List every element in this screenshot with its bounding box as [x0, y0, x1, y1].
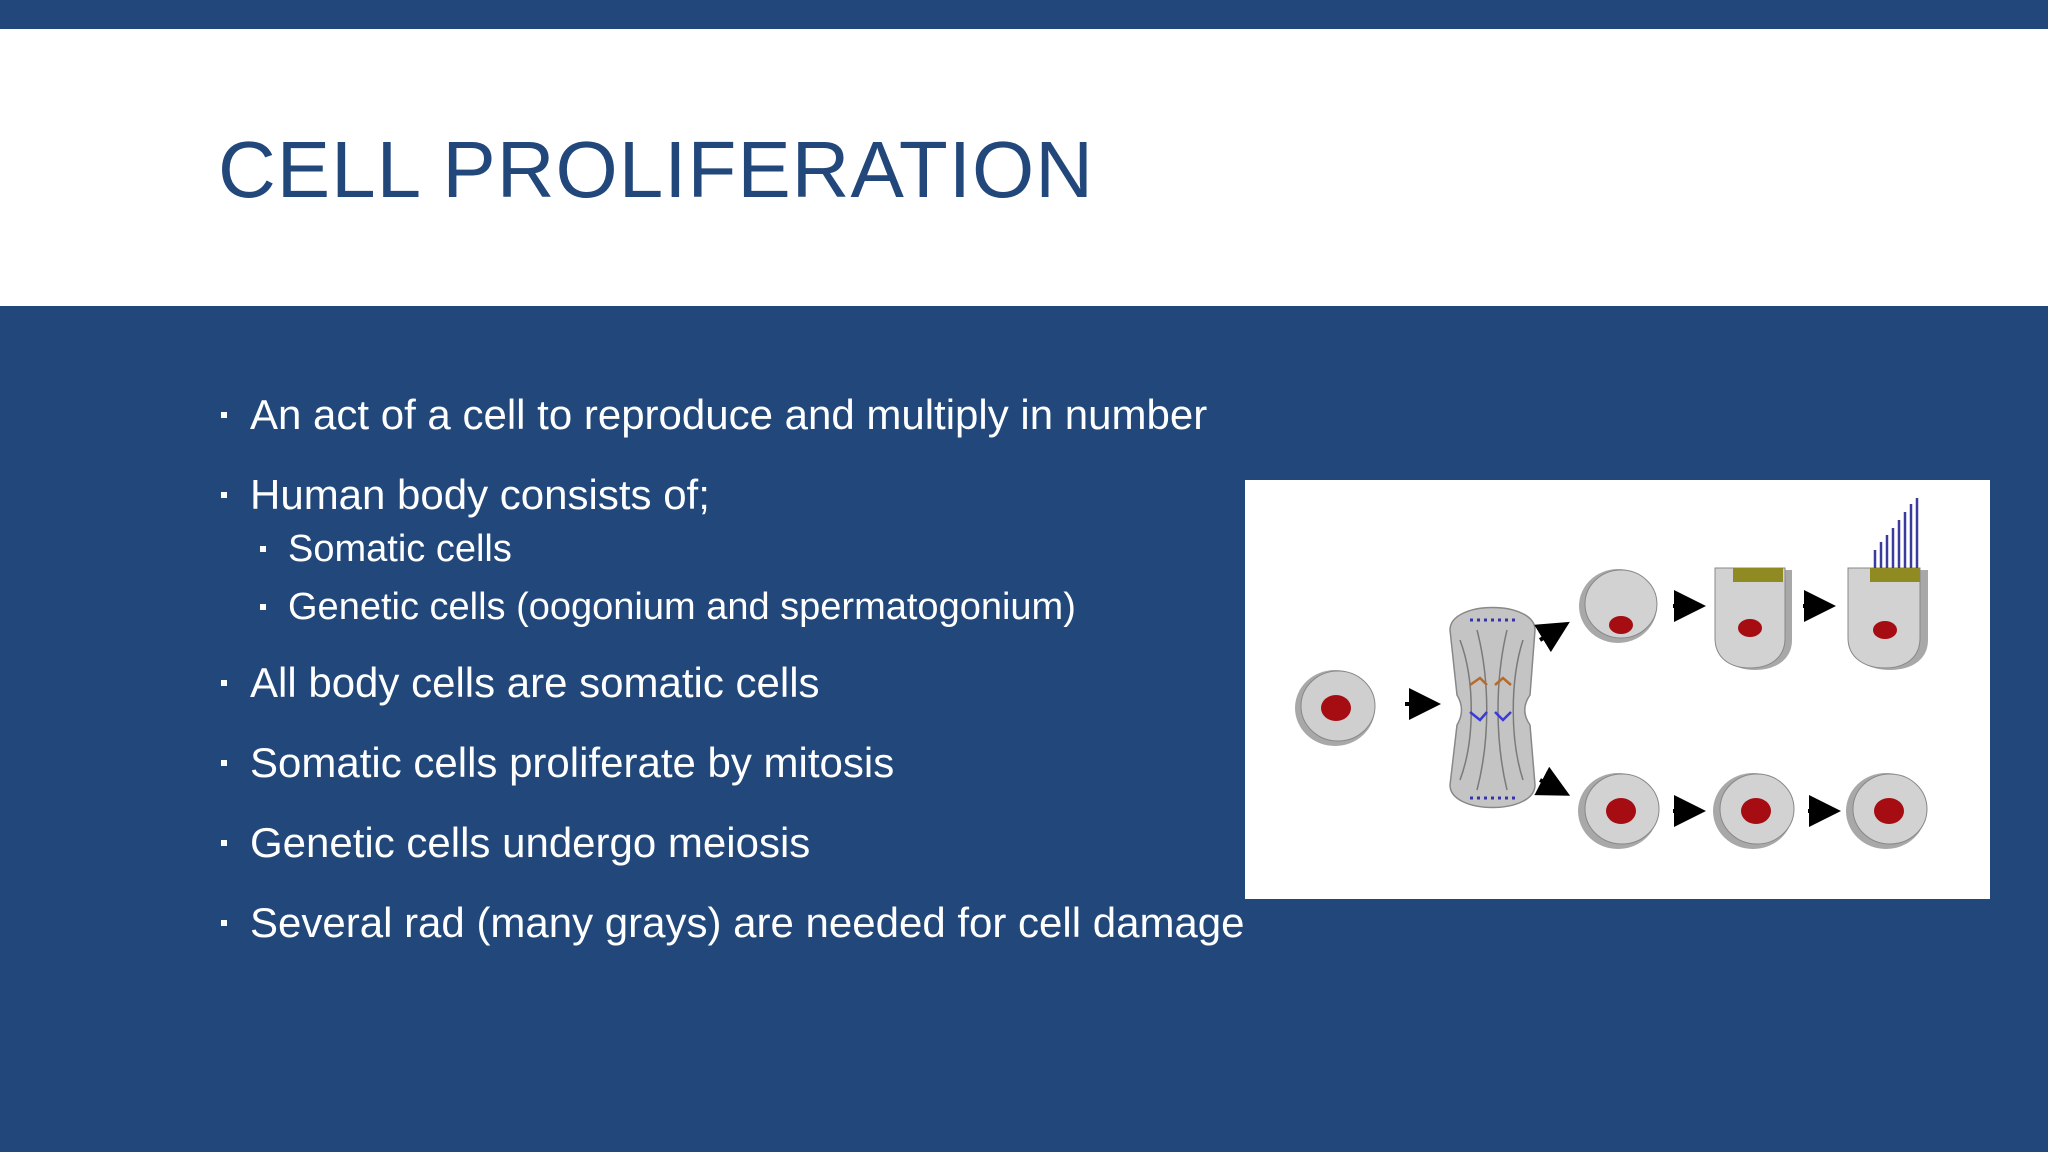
- differentiating-cell: [1714, 567, 1792, 670]
- daughter-cell-bottom: [1846, 773, 1928, 849]
- daughter-cell-bottom: [1578, 773, 1660, 849]
- top-accent-bar: [0, 0, 2048, 29]
- dividing-cell: [1449, 606, 1536, 809]
- slide-title: CELL PROLIFERATION: [218, 125, 1094, 214]
- parent-cell: [1295, 670, 1376, 746]
- sub-bullet-item: Somatic cells: [218, 526, 1278, 572]
- daughter-cell-top: [1579, 569, 1658, 643]
- cell-division-diagram: [1295, 498, 1928, 849]
- daughter-cell-bottom: [1713, 773, 1795, 849]
- bullet-list: An act of a cell to reproduce and multip…: [218, 390, 1278, 978]
- bullet-item: Several rad (many grays) are needed for …: [218, 898, 1278, 948]
- bullet-item: Somatic cells proliferate by mitosis: [218, 738, 1278, 788]
- ciliated-cell: [1847, 498, 1928, 670]
- arrow-icon: [1534, 621, 1570, 653]
- cell-division-figure: [1245, 480, 1990, 899]
- bullet-item: An act of a cell to reproduce and multip…: [218, 390, 1278, 440]
- bullet-item: Human body consists of;: [218, 470, 1278, 520]
- bullet-item: Genetic cells undergo meiosis: [218, 818, 1278, 868]
- bullet-item: All body cells are somatic cells: [218, 658, 1278, 708]
- sub-bullet-item: Genetic cells (oogonium and spermatogoni…: [218, 584, 1278, 630]
- title-band: [0, 29, 2048, 306]
- arrow-icon: [1534, 766, 1571, 796]
